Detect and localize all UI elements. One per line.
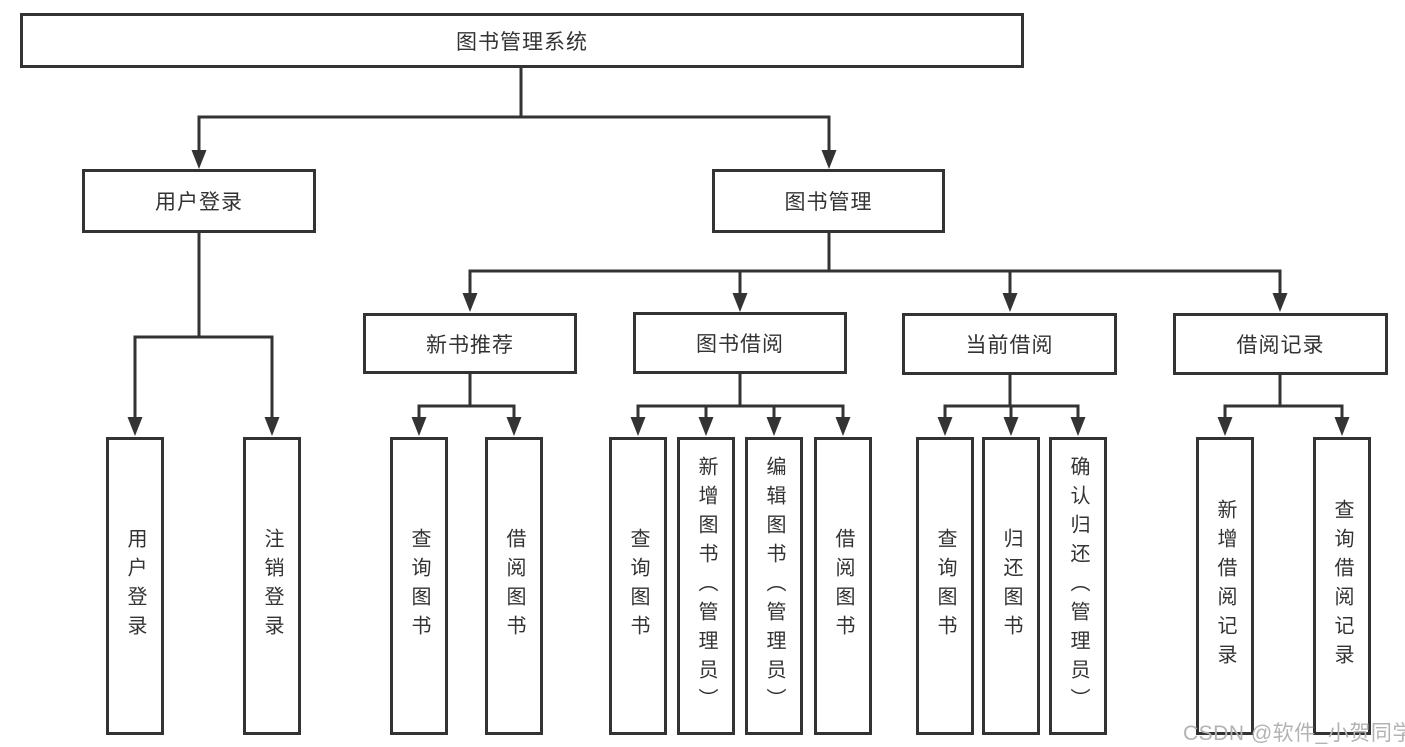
leaf-user-login: 用户登录	[106, 437, 164, 735]
arrowhead	[821, 150, 837, 169]
arrowhead	[1002, 293, 1018, 312]
node-borrow-records: 借阅记录	[1173, 313, 1388, 375]
leaf-newbook-query-books-label: 查询图书	[408, 528, 430, 644]
arrowhead	[411, 417, 427, 436]
node-new-book-recommend: 新书推荐	[363, 313, 577, 374]
arrowhead	[127, 417, 143, 436]
node-book-borrow-label: 图书借阅	[696, 333, 784, 356]
leaf-current-confirm-return-admin-label: 确认归还（管理员）	[1067, 455, 1089, 717]
connector-group-borrow	[630, 374, 851, 436]
node-root: 图书管理系统	[20, 13, 1024, 68]
leaf-current-return-books-label: 归还图书	[1000, 528, 1022, 644]
arrowhead	[462, 293, 478, 312]
arrowhead	[1003, 417, 1019, 436]
leaf-current-return-books: 归还图书	[982, 437, 1040, 735]
leaf-current-confirm-return-admin: 确认归还（管理员）	[1049, 437, 1107, 735]
leaf-records-add-record: 新增借阅记录	[1196, 437, 1254, 735]
connector-group-book-mgmt	[462, 233, 1288, 312]
leaf-records-query-record-label: 查询借阅记录	[1331, 499, 1353, 673]
leaf-borrow-edit-books-admin: 编辑图书（管理员）	[745, 437, 803, 735]
connector-group-root	[191, 68, 837, 169]
arrowhead	[191, 150, 207, 169]
node-user-login-label: 用户登录	[155, 191, 243, 214]
arrowhead	[1334, 417, 1350, 436]
leaf-borrow-add-books-admin-label: 新增图书（管理员）	[695, 455, 717, 717]
arrowhead	[630, 417, 646, 436]
node-current-borrow: 当前借阅	[902, 313, 1117, 375]
arrowhead	[835, 417, 851, 436]
node-new-book-recommend-label: 新书推荐	[426, 333, 514, 357]
leaf-borrow-query-books-label: 查询图书	[627, 528, 649, 644]
node-root-label: 图书管理系统	[456, 30, 588, 54]
arrowhead	[698, 417, 714, 436]
node-book-management-label: 图书管理	[784, 191, 873, 214]
node-borrow-records-label: 借阅记录	[1236, 334, 1325, 357]
connector-group-records	[1217, 374, 1350, 436]
leaf-borrow-borrow-books-label: 借阅图书	[832, 528, 854, 644]
leaf-records-add-record-label: 新增借阅记录	[1214, 499, 1236, 673]
node-current-borrow-label: 当前借阅	[965, 334, 1054, 357]
leaf-borrow-borrow-books: 借阅图书	[814, 437, 872, 735]
leaf-newbook-query-books: 查询图书	[390, 437, 448, 735]
connector-group-current	[937, 374, 1086, 436]
leaf-current-query-books: 查询图书	[916, 437, 974, 735]
leaf-borrow-add-books-admin: 新增图书（管理员）	[677, 437, 735, 735]
arrowhead	[1217, 417, 1233, 436]
leaf-newbook-borrow-books-label: 借阅图书	[503, 528, 525, 644]
leaf-user-login-label: 用户登录	[124, 528, 146, 644]
arrowhead	[766, 417, 782, 436]
connector-group-new-book	[411, 374, 522, 436]
arrowhead	[264, 417, 280, 436]
leaf-borrow-edit-books-admin-label: 编辑图书（管理员）	[763, 455, 785, 717]
arrowhead	[1272, 293, 1288, 312]
leaf-logout-label: 注销登录	[261, 528, 283, 644]
leaf-records-query-record: 查询借阅记录	[1313, 437, 1371, 735]
node-book-management: 图书管理	[712, 169, 945, 233]
arrowhead	[937, 417, 953, 436]
leaf-newbook-borrow-books: 借阅图书	[485, 437, 543, 735]
connector-group-user-login	[127, 233, 280, 436]
leaf-current-query-books-label: 查询图书	[934, 528, 956, 644]
arrowhead	[1070, 417, 1086, 436]
csdn-watermark: CSDN @软件_小贺同学	[1183, 722, 1405, 745]
node-user-login: 用户登录	[82, 169, 316, 233]
arrowhead	[732, 293, 748, 312]
node-book-borrow: 图书借阅	[633, 312, 847, 374]
leaf-logout: 注销登录	[243, 437, 301, 735]
arrowhead	[506, 417, 522, 436]
leaf-borrow-query-books: 查询图书	[609, 437, 667, 735]
